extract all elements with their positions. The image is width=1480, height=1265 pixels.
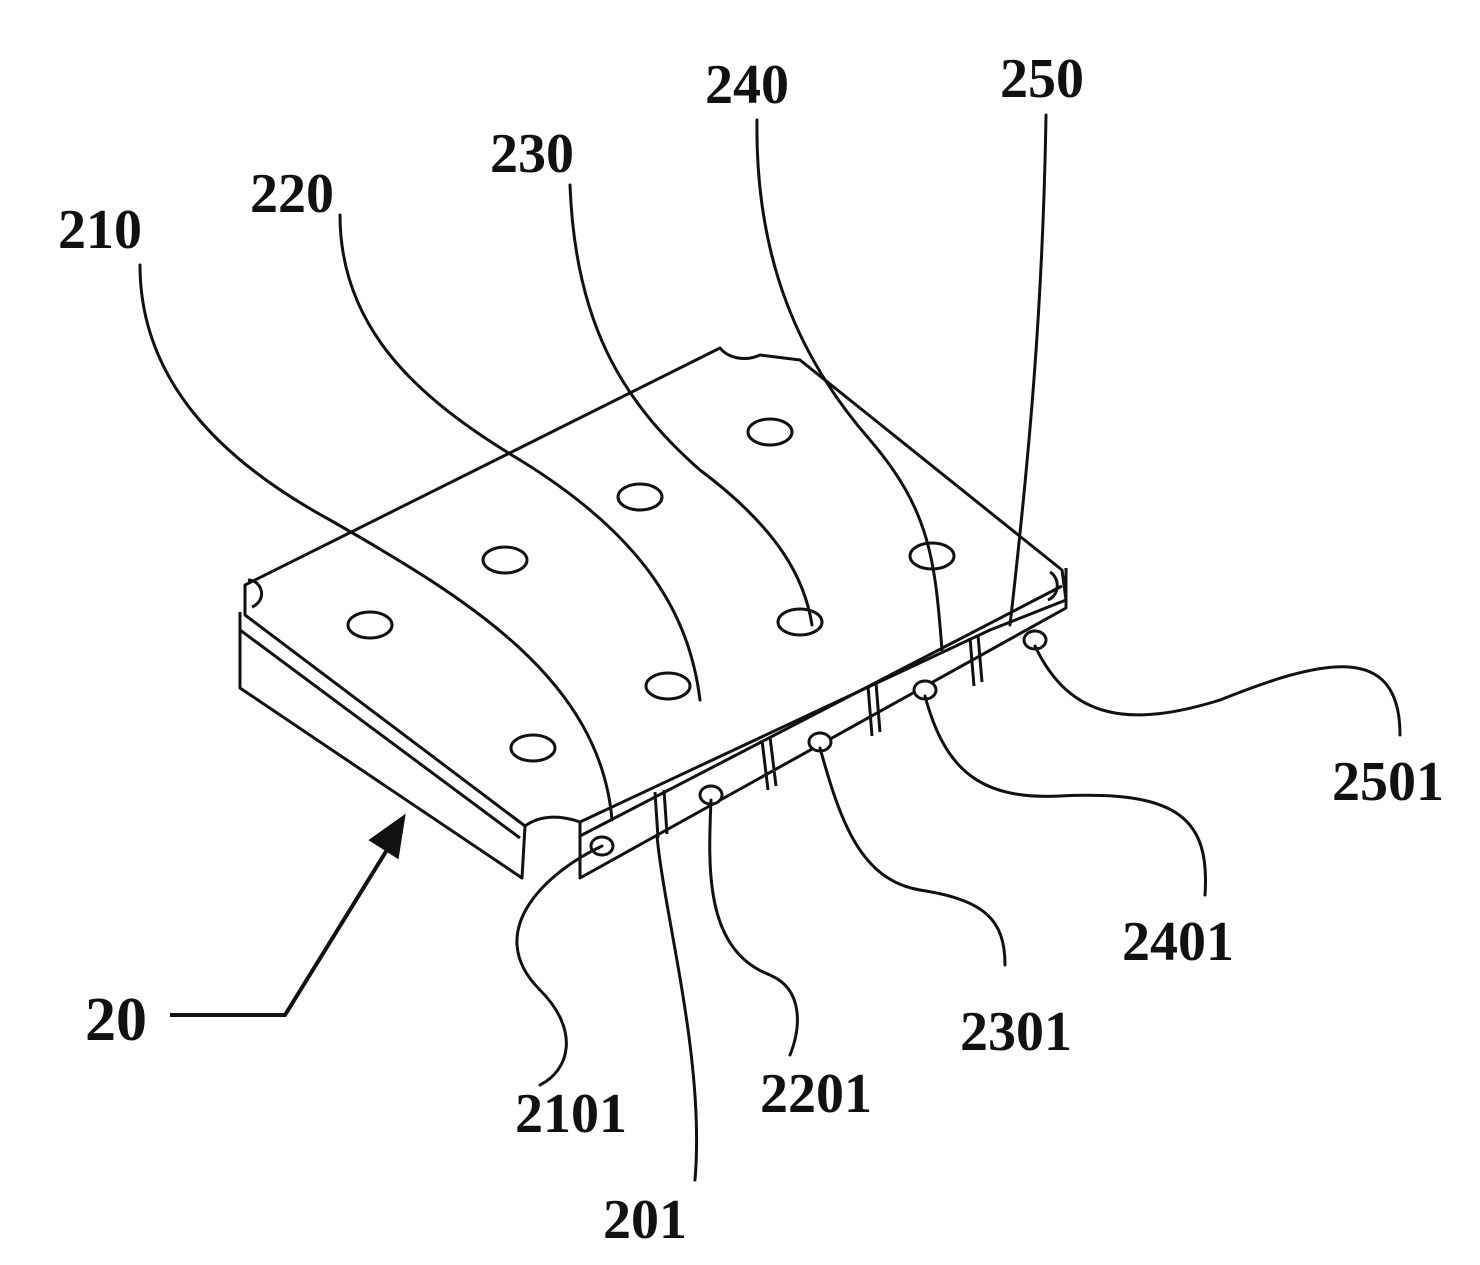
leader-2401 bbox=[925, 696, 1206, 895]
label-201: 201 bbox=[603, 1189, 687, 1251]
plate-right-side bbox=[580, 568, 1066, 878]
arrow-20-line bbox=[170, 845, 390, 1015]
leader-220 bbox=[340, 215, 700, 700]
top-hole-3 bbox=[618, 484, 662, 510]
label-20: 20 bbox=[85, 986, 147, 1054]
edge-terminals bbox=[591, 631, 1046, 855]
label-2101: 2101 bbox=[515, 1083, 627, 1145]
label-250: 250 bbox=[1000, 48, 1084, 110]
leader-240 bbox=[757, 120, 942, 650]
label-2401: 2401 bbox=[1122, 911, 1234, 973]
label-240: 240 bbox=[705, 54, 789, 116]
leader-2101 bbox=[517, 846, 602, 1085]
arrow-20-head bbox=[372, 818, 403, 856]
plate-top-face bbox=[245, 348, 1066, 826]
segment-divider-4 bbox=[970, 635, 982, 686]
label-210: 210 bbox=[58, 199, 142, 261]
label-2301: 2301 bbox=[960, 1001, 1072, 1063]
corner-notch-right bbox=[1048, 572, 1057, 600]
leader-lines bbox=[140, 115, 1400, 1180]
top-hole-2 bbox=[483, 547, 527, 573]
leader-201 bbox=[657, 836, 697, 1180]
top-hole-7 bbox=[778, 609, 822, 635]
leader-2501 bbox=[1035, 646, 1400, 735]
leader-250 bbox=[1010, 115, 1046, 625]
top-hole-4 bbox=[748, 419, 792, 445]
leader-2201 bbox=[710, 800, 798, 1055]
top-holes bbox=[348, 419, 954, 761]
segment-divider-2 bbox=[762, 737, 776, 790]
label-230: 230 bbox=[490, 123, 574, 185]
arrow-20 bbox=[170, 818, 403, 1015]
top-hole-6 bbox=[646, 673, 690, 699]
plate-left-side-inner-line bbox=[240, 630, 520, 838]
segment-divider-3 bbox=[868, 683, 880, 736]
top-hole-5 bbox=[511, 735, 555, 761]
top-hole-1 bbox=[348, 612, 392, 638]
label-220: 220 bbox=[250, 163, 334, 225]
label-2201: 2201 bbox=[760, 1063, 872, 1125]
label-2501: 2501 bbox=[1332, 751, 1444, 813]
